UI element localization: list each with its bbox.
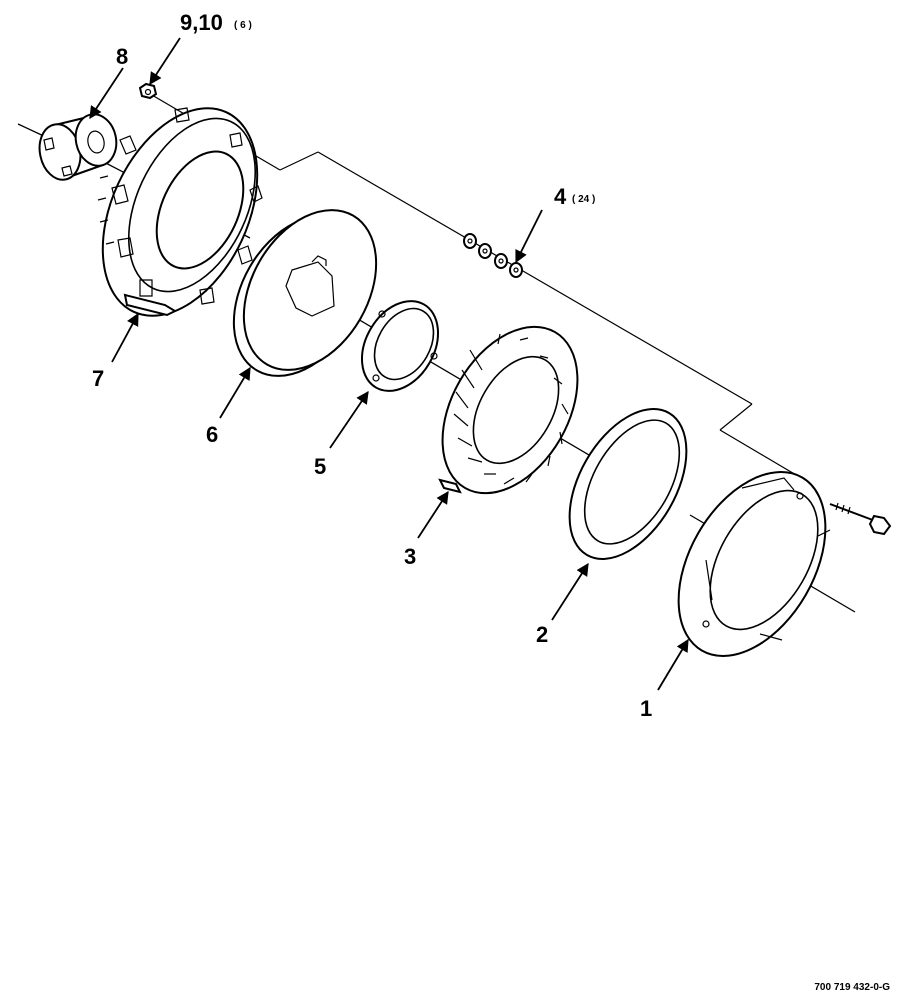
callout-2-number: 2 bbox=[536, 622, 548, 647]
callout-9-10-number: 9,10 bbox=[180, 10, 223, 35]
callout-3-number: 3 bbox=[404, 544, 416, 569]
callout-9-10-qty: ( 6 ) bbox=[234, 20, 252, 31]
part-2-ring bbox=[568, 408, 688, 560]
part-5-plate bbox=[361, 300, 439, 392]
part-1-flange bbox=[677, 471, 831, 657]
part-3-finned-plate bbox=[438, 325, 579, 495]
part-4-washers bbox=[463, 233, 523, 278]
part-6-disc bbox=[232, 209, 378, 377]
callout-6-number: 6 bbox=[206, 422, 218, 447]
callout-5-number: 5 bbox=[314, 454, 326, 479]
callout-4-number: 4 bbox=[554, 184, 567, 209]
callout-1-number: 1 bbox=[640, 696, 652, 721]
flange-bolt bbox=[829, 502, 892, 536]
callout-7-number: 7 bbox=[92, 366, 104, 391]
part-7-housing bbox=[97, 107, 263, 317]
callout-8-number: 8 bbox=[116, 44, 128, 69]
part-9-10-nut bbox=[138, 82, 158, 100]
leader-arrows bbox=[89, 37, 689, 691]
callout-4-qty: ( 24 ) bbox=[572, 194, 595, 205]
callout-labels: 8 9,10 ( 6 ) 4 ( 24 ) 7 6 5 3 2 1 bbox=[92, 10, 652, 721]
figure-code: 700 719 432-0-G bbox=[814, 982, 890, 993]
part-8-hub bbox=[38, 113, 118, 181]
